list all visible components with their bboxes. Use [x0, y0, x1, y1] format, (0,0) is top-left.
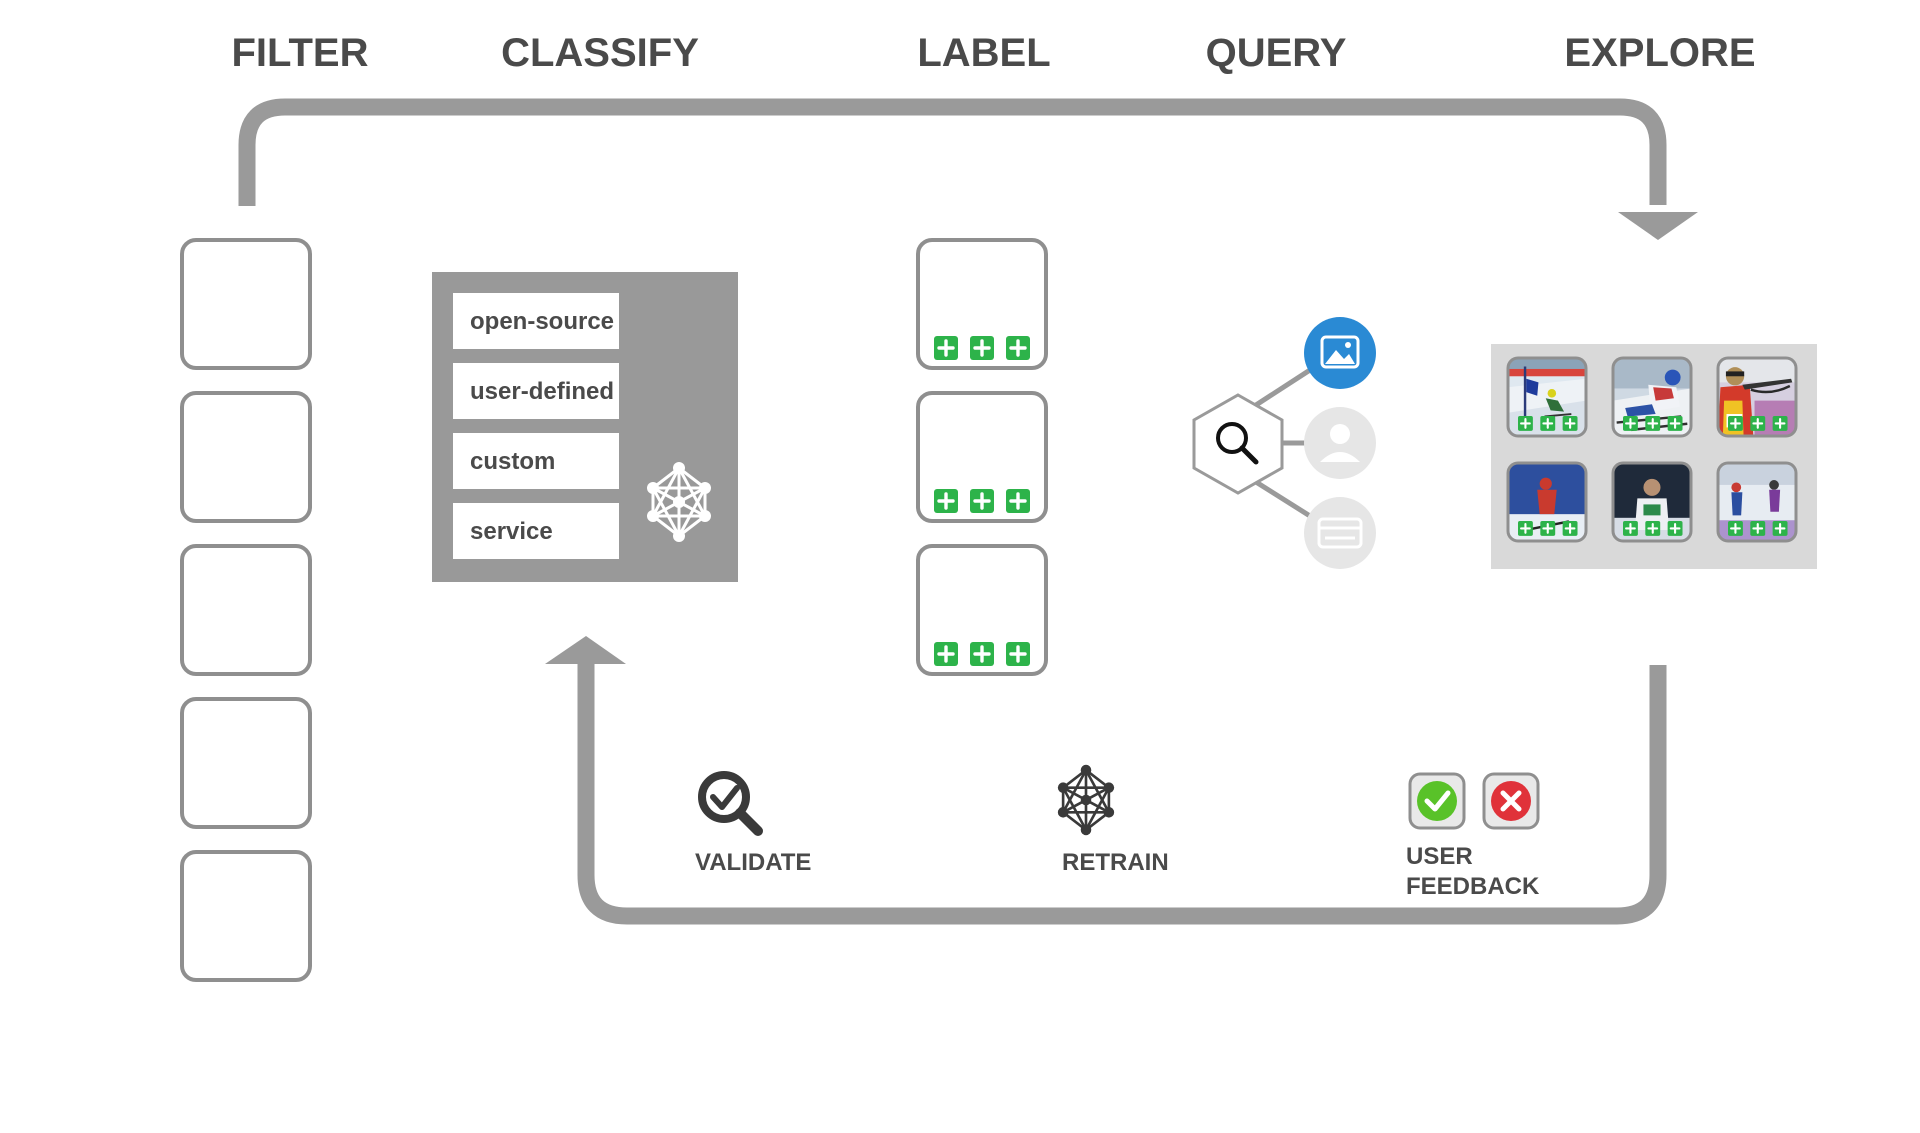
person-icon[interactable]: [1304, 407, 1376, 479]
explore-image-downhill[interactable]: [1611, 356, 1693, 438]
retrain-network-icon: [1056, 763, 1116, 837]
accept-button[interactable]: [1408, 772, 1466, 830]
classifier-option-open-source[interactable]: open-source: [453, 293, 619, 349]
feedback-loop-arrow: [545, 636, 1667, 925]
stage-title-classify: CLASSIFY: [501, 31, 699, 75]
classifier-option-custom[interactable]: custom: [453, 433, 619, 489]
text-card-icon[interactable]: [1304, 497, 1376, 569]
stage-title-filter: FILTER: [231, 31, 368, 75]
close-icon: [1500, 790, 1522, 812]
labeled-image-list: [916, 238, 1048, 676]
labeled-image-biathlete[interactable]: [916, 544, 1048, 676]
explore-image-biathlete-close[interactable]: [1611, 461, 1693, 543]
stage-title-query: QUERY: [1206, 31, 1347, 75]
explore-image-biathlete-ski[interactable]: [1506, 461, 1588, 543]
filter-image-biathlete[interactable]: [180, 544, 312, 676]
image-icon[interactable]: [1304, 317, 1376, 389]
explore-panel: [1491, 344, 1817, 569]
classifier-option-label: service: [470, 518, 553, 545]
filter-image-list: [180, 238, 312, 982]
query-cluster: [1192, 317, 1376, 569]
stage-title-label: LABEL: [917, 31, 1050, 75]
classify-panel: open-source user-defined custom service: [432, 272, 738, 582]
validate-step[interactable]: VALIDATE: [695, 771, 811, 876]
filter-image-pixelated[interactable]: [180, 850, 312, 982]
reject-button[interactable]: [1482, 772, 1540, 830]
stage-title-explore: EXPLORE: [1564, 31, 1755, 75]
classifier-option-label: custom: [470, 448, 555, 475]
validate-magnifier-icon: [698, 771, 763, 836]
label-plus-badges: [932, 487, 1032, 515]
filter-image-downhill[interactable]: [180, 391, 312, 523]
labeled-image-slalom[interactable]: [916, 238, 1048, 370]
user-feedback-label-line2: FEEDBACK: [1406, 873, 1540, 900]
classifier-option-label: open-source: [470, 308, 614, 335]
top-flow-arrow: [238, 98, 1698, 240]
label-plus-badges: [932, 640, 1032, 668]
user-feedback-step: USER FEEDBACK: [1406, 772, 1540, 900]
labeled-image-downhill[interactable]: [916, 391, 1048, 523]
filter-image-slalom[interactable]: [180, 238, 312, 370]
user-feedback-label-line1: USER: [1406, 843, 1473, 870]
classifier-option-user-defined[interactable]: user-defined: [453, 363, 619, 419]
checkmark-icon: [1424, 790, 1451, 812]
filter-image-rabbit[interactable]: [180, 697, 312, 829]
classifier-option-label: user-defined: [470, 378, 614, 405]
retrain-step[interactable]: RETRAIN: [1056, 763, 1169, 876]
search-icon[interactable]: [1192, 393, 1284, 495]
validate-label: VALIDATE: [695, 849, 811, 876]
explore-image-slalom[interactable]: [1506, 356, 1588, 438]
label-plus-badges: [932, 334, 1032, 362]
retrain-label: RETRAIN: [1062, 849, 1169, 876]
explore-image-biathlete[interactable]: [1716, 356, 1798, 438]
explore-image-biathlon-race[interactable]: [1716, 461, 1798, 543]
classifier-option-service[interactable]: service: [453, 503, 619, 559]
